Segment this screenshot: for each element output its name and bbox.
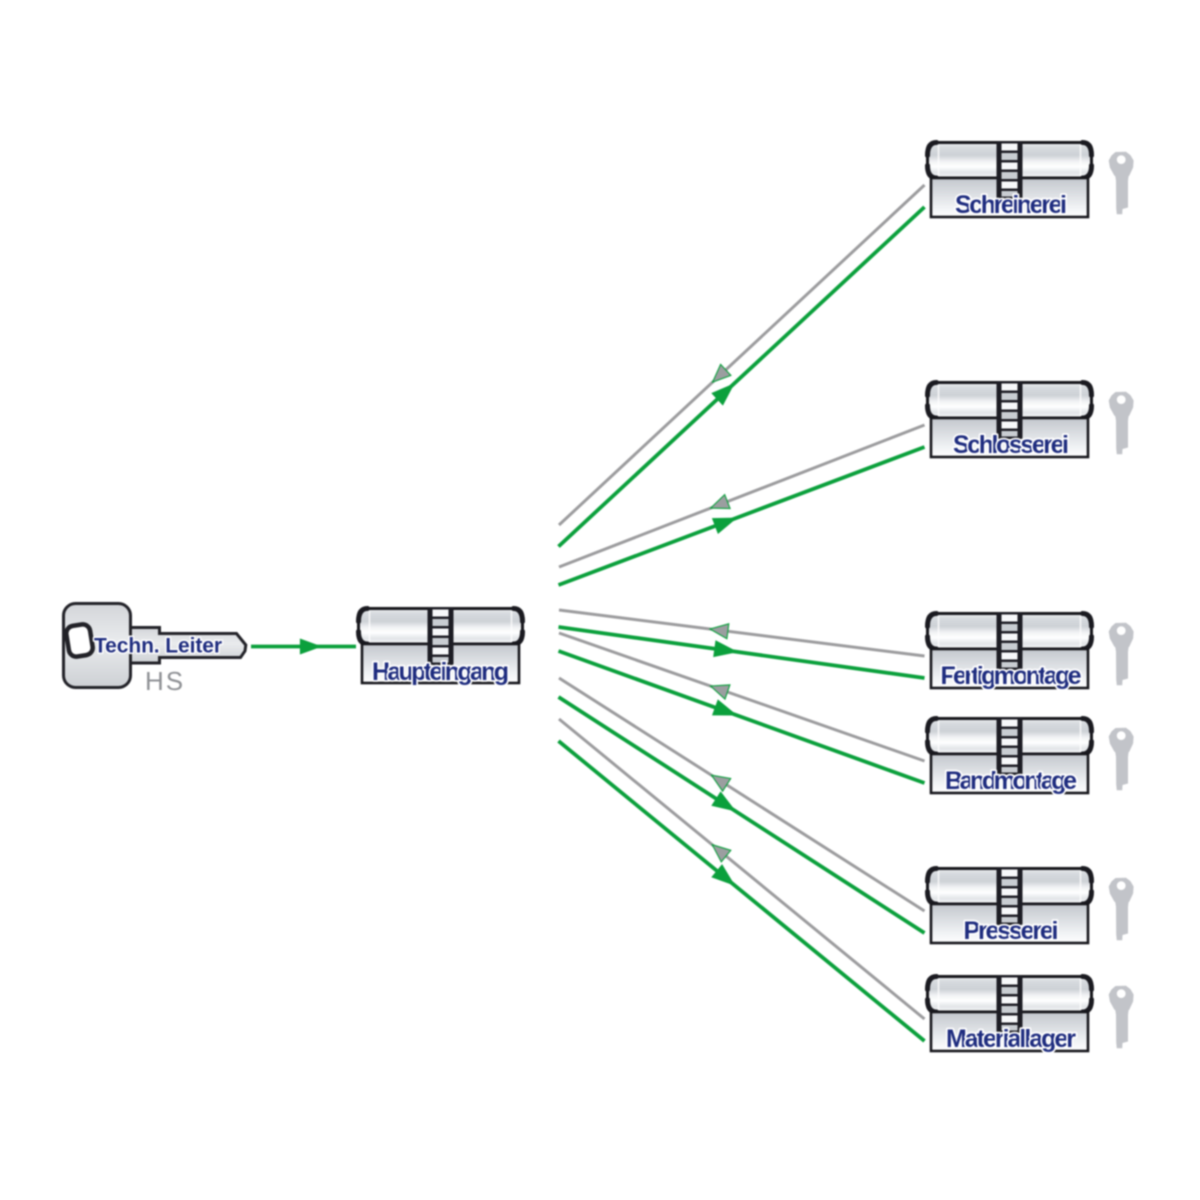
key-icon-presserei	[1108, 877, 1134, 941]
arrowhead-back-schreinerei	[711, 363, 732, 384]
master-key-code: HS	[145, 666, 185, 696]
link-back-presserei	[558, 676, 926, 913]
link-open-materiallager	[557, 739, 926, 1043]
cylinder-label-presserei: Presserei	[964, 917, 1059, 945]
connection-arrowheads	[299, 363, 739, 886]
link-open-presserei	[557, 695, 926, 935]
cylinder-label-schlosserei: Schlosserei	[953, 431, 1069, 459]
link-back-schreinerei	[557, 183, 926, 527]
arrowhead-open-fertigmontage	[713, 640, 739, 658]
connection-lines	[251, 183, 926, 1043]
arrowhead-back-presserei	[710, 774, 732, 793]
key-icon-fertigmontage	[1108, 622, 1134, 686]
master-key	[62, 602, 248, 689]
key-icon-schlosserei	[1108, 391, 1134, 455]
link-back-schlosserei	[558, 423, 926, 569]
arrowhead-back-bandmontage	[709, 684, 731, 701]
arrowhead-back-schlosserei	[709, 493, 731, 510]
master-key-label: Techn. Leiter	[94, 635, 222, 658]
cylinder-label-schreinerei: Schreinerei	[955, 191, 1067, 219]
key-icon-bandmontage	[1108, 727, 1134, 791]
key-icon-schreinerei	[1108, 151, 1134, 215]
link-back-fertigmontage	[558, 608, 925, 658]
arrowhead-back-materiallager	[711, 843, 732, 863]
cylinder-label-fertigmontage: Fertigmontage	[941, 662, 1082, 690]
link-back-materiallager	[558, 717, 926, 1021]
cylinder-label-materiallager: Materiallager	[946, 1025, 1076, 1053]
cylinders: Haupteingang Schreinerei Schlosserei Fer…	[359, 142, 1092, 1055]
master-key-blade	[118, 626, 248, 665]
link-open-bandmontage	[557, 649, 926, 785]
arrowhead-master-haupteingang	[299, 638, 322, 655]
master-key-bow-hole	[64, 622, 95, 659]
key-icon-materiallager	[1108, 985, 1134, 1049]
arrowhead-back-fertigmontage	[708, 623, 730, 640]
arrowhead-open-presserei	[711, 791, 737, 812]
link-open-fertigmontage	[558, 625, 925, 680]
link-open-schlosserei	[557, 445, 926, 587]
arrowhead-open-schreinerei	[711, 383, 735, 406]
link-back-bandmontage	[558, 631, 925, 763]
cylinder-label-haupteingang: Haupteingang	[372, 658, 509, 686]
cylinder-label-bandmontage: Bandmontage	[945, 767, 1077, 795]
link-open-schreinerei	[557, 205, 926, 548]
arrowhead-open-bandmontage	[712, 699, 738, 716]
arrowhead-open-materiallager	[711, 864, 736, 886]
key-icons	[1108, 151, 1134, 1049]
arrowhead-open-schlosserei	[711, 517, 738, 534]
